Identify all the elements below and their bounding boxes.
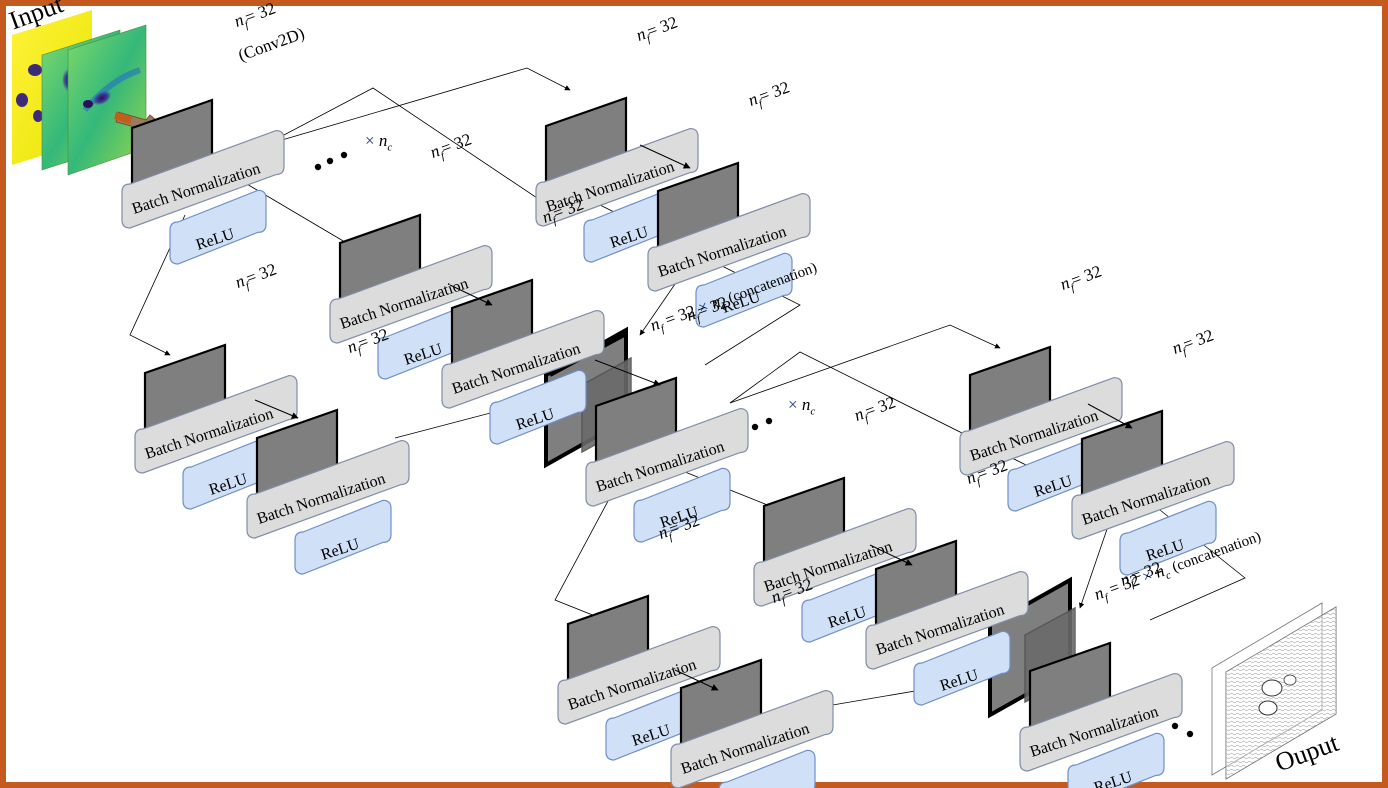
relu-box [489,369,587,445]
nc-label-1: × nc [365,131,393,154]
batch-norm-box [121,129,285,229]
batch-norm-box [1071,440,1235,540]
ellipsis-dots [314,151,1194,738]
batch-norm-box [557,625,721,725]
batch-norm-box [647,192,811,292]
relu-box [913,630,1011,706]
batch-norm-box [865,570,1029,670]
batch-norm-box [585,407,749,507]
flow-arrow [254,399,299,419]
batch-norm-box [246,439,410,539]
batch-norm-box [441,309,605,409]
batch-norm-box [753,507,917,607]
flow-arrow [869,544,913,566]
relu-box [294,499,392,575]
flow-arrow [674,669,719,691]
input-images [12,10,147,176]
output-images [1211,602,1337,780]
batch-norm-box [670,689,834,788]
flow-arrow [449,284,493,306]
relu-box [718,749,816,788]
relu-box [169,189,267,265]
batch-norm-box [329,244,493,344]
batch-norm-box [1019,672,1183,772]
flow-arrow [1087,403,1133,429]
relu-box [1119,500,1217,576]
batch-norm-box [134,374,298,474]
batch-norm-box [959,376,1123,476]
relu-box [695,252,793,328]
relu-box [633,467,731,543]
flow-arrow [639,144,691,169]
nc-label-2: × nc [788,395,816,418]
flow-arrow [594,359,661,387]
relu-box [1067,732,1165,788]
